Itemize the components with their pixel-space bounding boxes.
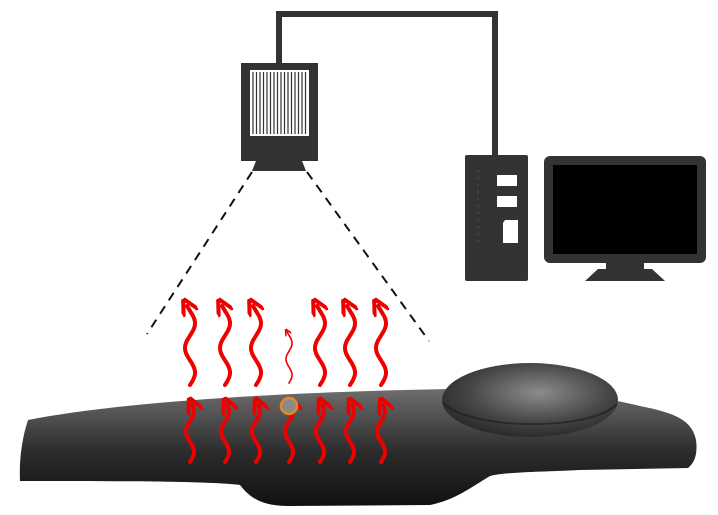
monitor-screen — [553, 165, 697, 254]
heat-arrow-emitted-weak — [286, 332, 293, 384]
heat-arrow-emitted — [220, 306, 230, 387]
tissue-sample — [19, 363, 697, 506]
heat-arrow-emitted — [315, 306, 325, 387]
data-cable — [276, 11, 498, 156]
heat-arrow-emitted — [251, 306, 261, 387]
tissue-mound — [442, 363, 618, 437]
heat-arrow-internal — [314, 405, 324, 464]
heat-arrows — [184, 306, 386, 464]
camera-sensor-grid — [252, 72, 307, 134]
heat-arrow-internal — [219, 405, 229, 464]
tissue-mound-rim — [442, 402, 618, 426]
monitor-neck — [606, 263, 644, 269]
heat-arrow-internal — [344, 405, 354, 464]
heat-arrow-internal — [184, 405, 194, 464]
tower-sd-slot — [503, 220, 518, 243]
heat-arrow-internal — [250, 405, 260, 464]
tower-drive-bay-1 — [497, 175, 517, 186]
computer-tower — [465, 155, 528, 281]
heat-arrow-emitted — [185, 306, 195, 387]
heat-arrow-internal — [375, 405, 385, 464]
heat-source-marker — [279, 396, 299, 416]
field-of-view-left — [146, 171, 253, 335]
camera-sensor-window — [250, 70, 309, 136]
camera-lens — [252, 161, 306, 171]
field-of-view-right — [306, 171, 430, 342]
heat-arrow-emitted — [376, 306, 386, 387]
heat-arrow-emitted — [345, 306, 355, 387]
thermal-camera — [241, 63, 318, 171]
monitor-stand — [585, 269, 665, 281]
tower-body — [465, 155, 528, 281]
monitor — [544, 156, 706, 281]
tower-drive-bay-2 — [497, 196, 517, 207]
